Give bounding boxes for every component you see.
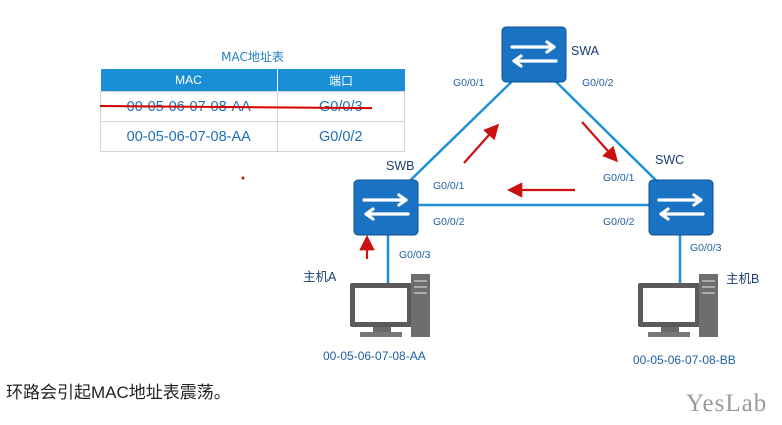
arrow-swb-to-swa: [463, 123, 500, 164]
port-column-header: 端口: [276, 69, 405, 92]
red-dot: [241, 176, 245, 180]
port-label-swc-down: G0/0/3: [690, 242, 722, 254]
switch-swc-icon: [648, 179, 714, 236]
table-row: 00-05-06-07-08-AA G0/0/2: [100, 121, 405, 152]
port-label-swb-up: G0/0/1: [433, 180, 465, 192]
host-b-mac: 00-05-06-07-08-BB: [633, 353, 736, 367]
mac-table-title: MAC地址表: [221, 50, 284, 64]
mac-column-header: MAC: [100, 69, 277, 92]
caption-text: 环路会引起MAC地址表震荡。: [6, 383, 231, 402]
port-label-swb-right: G0/0/2: [433, 216, 465, 228]
switch-swc-label: SWC: [655, 153, 685, 167]
host-a-label: 主机A: [303, 270, 337, 284]
switch-swa-icon: [501, 26, 567, 83]
port-label-swa-left: G0/0/1: [453, 77, 485, 89]
port-cell: G0/0/2: [276, 121, 405, 152]
port-label-swc-left: G0/0/2: [603, 216, 635, 228]
switch-swa-label: SWA: [571, 44, 600, 58]
port-label-swc-up: G0/0/1: [603, 172, 635, 184]
mac-cell: 00-05-06-07-08-AA: [100, 121, 278, 152]
watermark-logo: YesLab: [686, 390, 768, 417]
links: [386, 59, 682, 288]
switch-swb-icon: [353, 179, 419, 236]
switch-swb-label: SWB: [386, 159, 415, 173]
link-swa-swb: [387, 59, 535, 203]
host-b-computer-icon: [638, 274, 718, 337]
arrow-swa-to-swc: [581, 121, 619, 163]
host-a-computer-icon: [350, 274, 430, 337]
port-label-swb-down: G0/0/3: [399, 249, 431, 261]
port-label-swa-right: G0/0/2: [582, 77, 614, 89]
host-a-mac: 00-05-06-07-08-AA: [323, 349, 426, 363]
mac-table-header: MAC 端口: [100, 69, 405, 92]
mac-address-table: MAC 端口 00-05-06-07-08-AA G0/0/3 00-05-06…: [100, 69, 405, 152]
host-b-label: 主机B: [726, 272, 760, 286]
